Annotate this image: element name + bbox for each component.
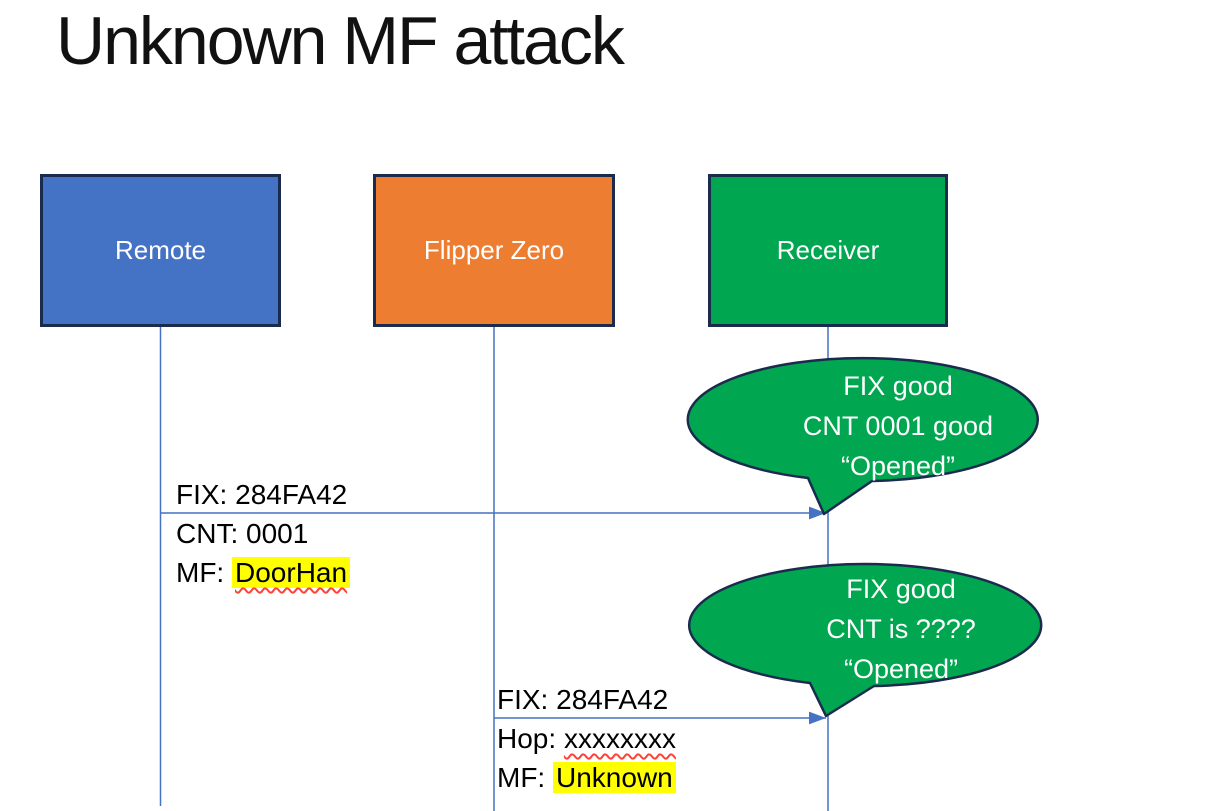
- bubble-1-line-2: CNT 0001 good: [802, 411, 994, 441]
- highlight-hop-code: xxxxxxxx: [563, 723, 676, 754]
- bubble-2-line-1: FIX good: [846, 574, 956, 604]
- message-2-line-mf: MF: Unknown: [497, 758, 676, 797]
- speech-bubble-2-text: FIX good CNT is ???? “Opened”: [728, 569, 1074, 689]
- bubble-1-line-3: “Opened”: [840, 451, 956, 481]
- speech-bubble-2: [687, 562, 1043, 718]
- message-1-line-fix: FIX: 284FA42: [176, 479, 348, 510]
- actor-box-flipper-zero: Flipper Zero: [373, 174, 615, 327]
- message-1-line-cnt: CNT: 0001: [176, 518, 309, 549]
- actor-label-remote: Remote: [114, 235, 207, 265]
- bubble-2-line-2: CNT is ????: [826, 614, 976, 644]
- actor-label-receiver: Receiver: [776, 235, 880, 265]
- speech-bubble-1-text: FIX good CNT 0001 good “Opened”: [726, 366, 1070, 486]
- page-title: Unknown MF attack: [56, 3, 625, 79]
- bubble-2-line-3: “Opened”: [843, 654, 959, 684]
- actor-box-remote: Remote: [40, 174, 281, 327]
- message-2-line-fix: FIX: 284FA42: [497, 684, 669, 715]
- message-2-labels: FIX: 284FA42 Hop: xxxxxxxx MF: Unknown: [497, 680, 676, 797]
- highlight-doorhan: DoorHan: [232, 557, 351, 588]
- bubble-1-line-1: FIX good: [843, 371, 953, 401]
- message-1-labels: FIX: 284FA42 CNT: 0001 MF: DoorHan: [176, 475, 351, 592]
- highlight-unknown: Unknown: [553, 762, 676, 793]
- actor-label-flipper-zero: Flipper Zero: [423, 235, 565, 265]
- message-1-line-mf: MF: DoorHan: [176, 553, 351, 592]
- actor-box-receiver: Receiver: [708, 174, 948, 327]
- speech-bubble-1: [686, 356, 1039, 516]
- message-2-line-hop: Hop: xxxxxxxx: [497, 723, 676, 754]
